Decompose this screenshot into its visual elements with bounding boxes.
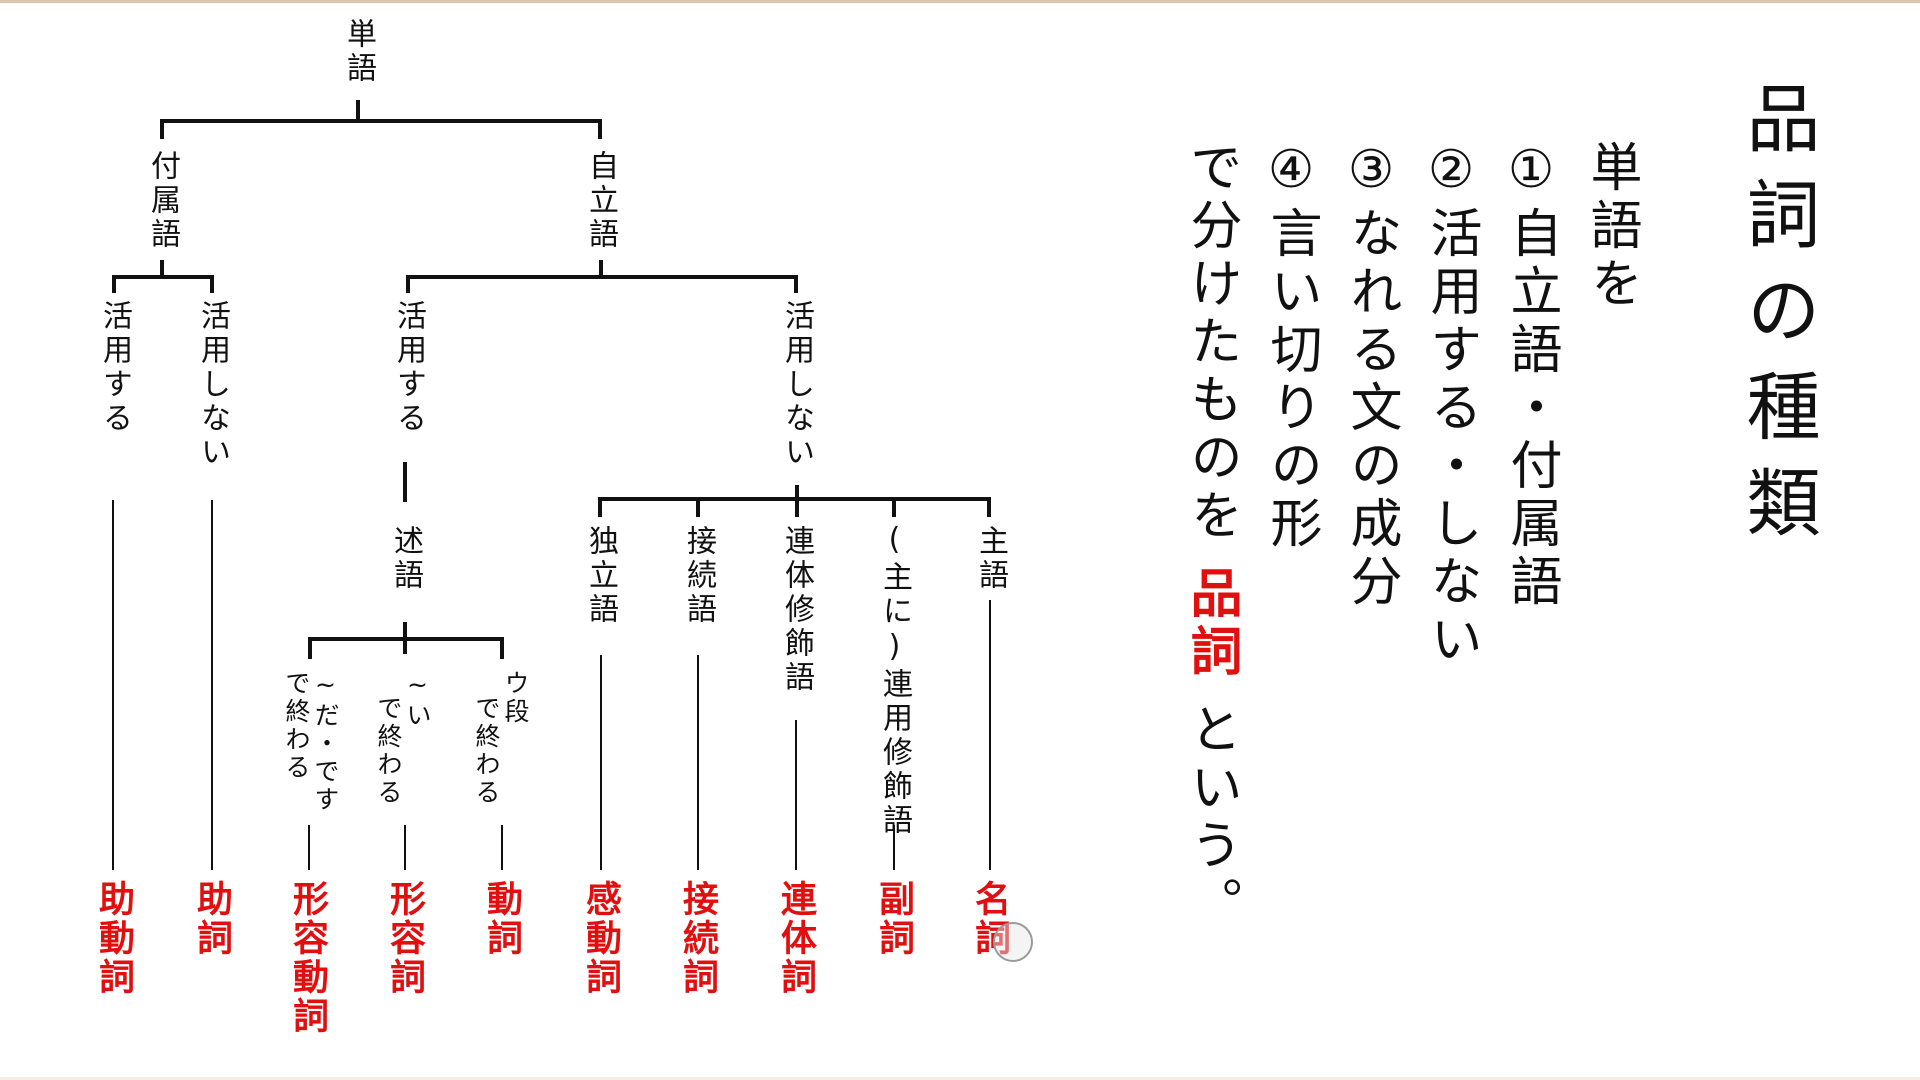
- pos-joshi: 助詞: [191, 880, 232, 958]
- connector: [599, 260, 603, 278]
- connector: [210, 275, 214, 293]
- item-text: なれる文の成分: [1341, 206, 1401, 612]
- connector: [987, 497, 991, 517]
- ending-u-dan-col1: ウ段: [501, 670, 530, 726]
- connector: [598, 497, 602, 517]
- connector: [112, 500, 114, 870]
- connector: [406, 275, 410, 293]
- pos-jodoshi: 助動詞: [93, 880, 134, 997]
- connector: [406, 275, 798, 279]
- connector: [211, 500, 213, 870]
- connector: [403, 462, 407, 502]
- item-text: 自立語・付属語: [1501, 206, 1561, 612]
- connector: [501, 825, 503, 870]
- ending-i-col1: ~い: [403, 670, 432, 730]
- node-fuzokugo: 付属語: [145, 150, 180, 252]
- closing-post: という。: [1181, 702, 1241, 934]
- connector: [112, 275, 214, 279]
- item-text: 言い切りの形: [1261, 206, 1321, 554]
- pos-rentaishi: 連体詞: [775, 880, 816, 997]
- item-text: 活用する・しない: [1421, 206, 1481, 670]
- connector: [356, 100, 360, 122]
- pos-fukushi: 副詞: [873, 880, 914, 958]
- node-tango: 単語: [341, 18, 376, 86]
- closing-highlight: 品詞: [1181, 566, 1241, 682]
- connector: [160, 119, 164, 139]
- item-number: ④: [1261, 140, 1321, 206]
- page-title: 品詞の種類: [1734, 80, 1820, 560]
- node-jiritsu-katsuyo-suru: 活用する: [391, 300, 426, 436]
- pos-kandoshi: 感動詞: [580, 880, 621, 997]
- connector: [160, 260, 164, 278]
- node-jiritsugo: 自立語: [583, 150, 618, 252]
- role-dokuritsugo: 独立語: [583, 525, 618, 627]
- top-border-strip: [0, 0, 1920, 3]
- connector: [308, 637, 312, 659]
- connector: [598, 497, 991, 501]
- connector: [308, 637, 504, 641]
- role-shugo: 主語: [973, 525, 1008, 593]
- node-fuzoku-katsuyo-suru: 活用する: [97, 300, 132, 436]
- connector: [500, 637, 504, 659]
- connector: [404, 825, 406, 870]
- connector: [598, 119, 602, 139]
- explanation-item-3: ③なれる文の成分: [1341, 140, 1401, 612]
- item-number: ②: [1421, 140, 1481, 206]
- explanation-lead: 単語を: [1581, 140, 1641, 314]
- connector: [697, 655, 699, 870]
- node-jiritsu-katsuyo-shinai: 活用しない: [779, 300, 814, 470]
- pos-doshi: 動詞: [481, 880, 522, 958]
- connector: [893, 825, 895, 870]
- connector: [308, 825, 310, 870]
- node-fuzoku-katsuyo-shinai: 活用しない: [195, 300, 230, 470]
- bottom-border-strip: [0, 1077, 1920, 1080]
- pos-keiyoshi: 形容詞: [384, 880, 425, 997]
- role-rentai-shushokugo: 連体修飾語: [779, 525, 814, 695]
- ending-i-col2: で終わる: [374, 695, 403, 807]
- pos-setsuzokushi: 接続詞: [677, 880, 718, 997]
- explanation-closing: で分けたものを品詞という。: [1181, 140, 1241, 934]
- connector: [696, 497, 700, 517]
- closing-pre: で分けたものを: [1181, 140, 1241, 546]
- item-number: ③: [1341, 140, 1401, 206]
- connector: [160, 119, 602, 123]
- explanation-item-1: ①自立語・付属語: [1501, 140, 1561, 612]
- ending-da-desu-col1: ~だ・です: [311, 670, 340, 814]
- connector: [600, 655, 602, 870]
- ending-da-desu-col2: で終わる: [282, 670, 311, 782]
- item-number: ①: [1501, 140, 1561, 206]
- role-setsuzokugo: 接続語: [681, 525, 716, 627]
- connector: [112, 275, 116, 293]
- connector: [794, 275, 798, 293]
- ending-u-dan-col2: で終わる: [472, 695, 501, 807]
- explanation-item-2: ②活用する・しない: [1421, 140, 1481, 670]
- role-renyo-shushokugo: (主に)連用修飾語: [877, 522, 912, 838]
- connector: [892, 497, 896, 517]
- connector: [989, 600, 991, 870]
- connector: [795, 720, 797, 870]
- node-jutsugo: 述語: [388, 525, 423, 593]
- explanation-item-4: ④言い切りの形: [1261, 140, 1321, 554]
- connector: [795, 485, 799, 517]
- pos-keiyodoshi: 形容動詞: [287, 880, 328, 1036]
- mouse-cursor-indicator: [993, 922, 1033, 962]
